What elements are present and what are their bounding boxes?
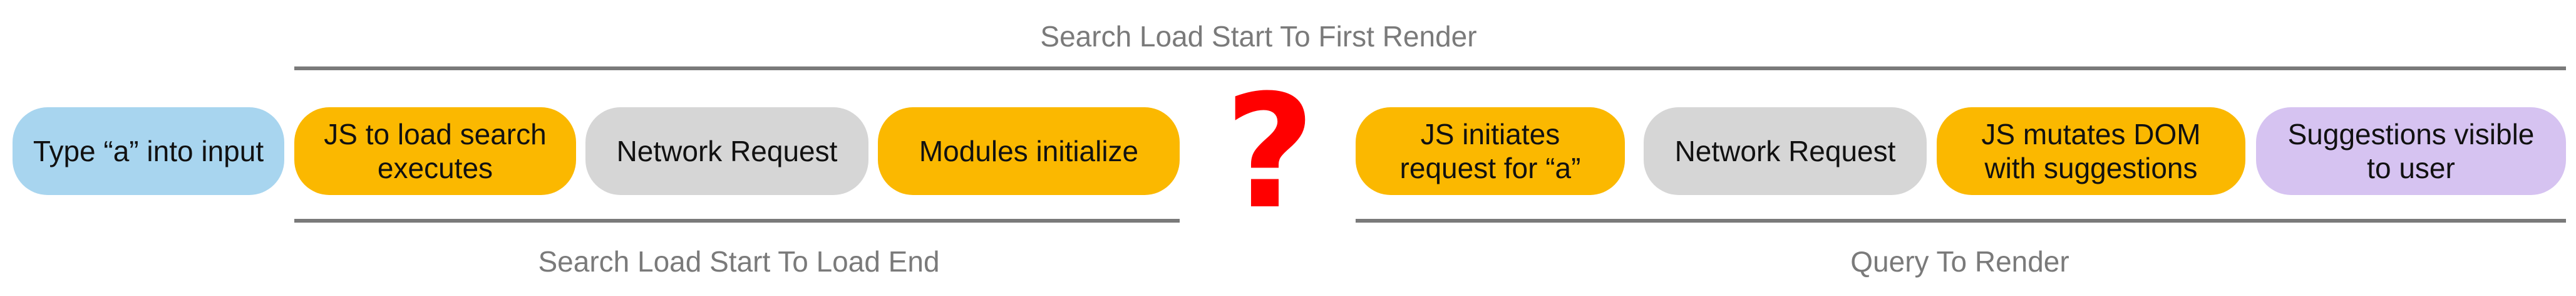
step-suggestions-visible: Suggestions visible to user	[2256, 107, 2566, 195]
step-type-into-input: Type “a” into input	[13, 107, 284, 195]
top-span-label: Search Load Start To First Render	[1040, 20, 1477, 53]
top-span-line	[294, 66, 2566, 70]
step-text: JS mutates DOM with suggestions	[1981, 118, 2201, 184]
step-js-initiates-request: JS initiates request for “a”	[1356, 107, 1625, 195]
step-network-request-query: Network Request	[1644, 107, 1927, 195]
unknown-gap-question-mark: ?	[1224, 61, 1316, 243]
step-js-mutates-dom: JS mutates DOM with suggestions	[1937, 107, 2245, 195]
step-text: JS to load search executes	[324, 118, 547, 184]
step-js-load-search: JS to load search executes	[294, 107, 576, 195]
bottom-right-span-line	[1356, 219, 2566, 223]
step-text: Network Request	[1674, 135, 1896, 167]
step-text: JS initiates request for “a”	[1399, 118, 1581, 184]
bottom-left-span-line	[294, 219, 1180, 223]
step-text: Modules initialize	[919, 135, 1139, 167]
step-text: Type “a” into input	[33, 135, 264, 167]
step-text: Suggestions visible to user	[2287, 118, 2535, 184]
step-modules-initialize: Modules initialize	[878, 107, 1180, 195]
step-network-request-load: Network Request	[585, 107, 868, 195]
bottom-left-span-label: Search Load Start To Load End	[538, 245, 940, 278]
bottom-right-span-label: Query To Render	[1850, 245, 2069, 278]
step-text: Network Request	[616, 135, 838, 167]
